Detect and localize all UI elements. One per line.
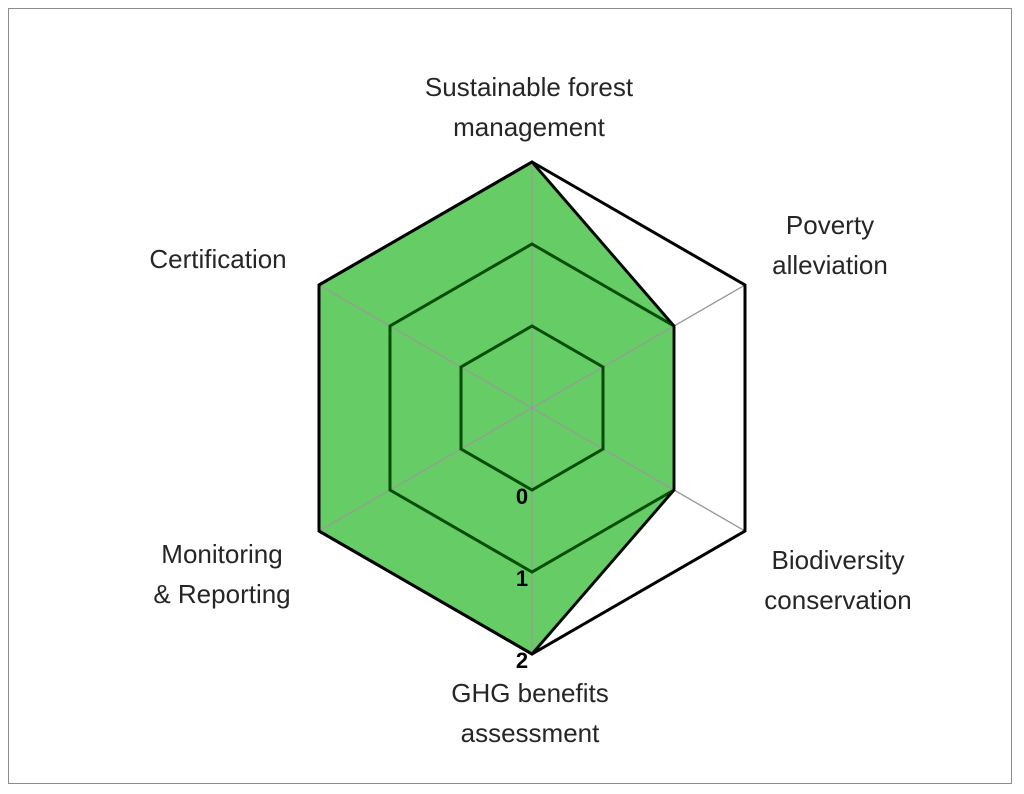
outer-outline	[317, 160, 747, 656]
axis-label-3-line-1: assessment	[461, 718, 600, 748]
spoke-overlay-2	[531, 407, 746, 532]
axis-label-1-line-1: alleviation	[772, 250, 888, 280]
axis-label-5-line-0: Certification	[149, 244, 286, 274]
tick-label-0: 0	[516, 484, 528, 509]
axis-label-4: Monitoring & Reporting	[153, 539, 290, 609]
axis-label-3: GHG benefits assessment	[451, 678, 609, 748]
tick-label-2: 2	[516, 648, 528, 673]
axis-label-2-line-0: Biodiversity	[772, 545, 905, 575]
axis-label-2: Biodiversity conservation	[764, 545, 911, 615]
axis-label-0: Sustainable forest management	[425, 72, 634, 142]
spoke-overlay-5	[318, 284, 533, 409]
series-edge-0	[317, 160, 676, 656]
axis-label-4-line-1: & Reporting	[153, 579, 290, 609]
tick-label-1: 1	[516, 566, 528, 591]
axis-label-2-line-1: conservation	[764, 585, 911, 615]
axis-label-1-line-0: Poverty	[786, 210, 874, 240]
spoke-overlay-1	[531, 284, 746, 409]
axis-label-4-line-0: Monitoring	[161, 539, 282, 569]
series-layer	[317, 160, 746, 656]
axis-label-5: Certification	[149, 244, 286, 274]
axis-label-3-line-0: GHG benefits	[451, 678, 609, 708]
grid-ring-1	[459, 324, 605, 492]
tick-labels: 0 1 2	[516, 484, 528, 673]
axis-label-0-line-0: Sustainable forest	[425, 72, 634, 102]
spoke-overlay-4	[318, 407, 533, 532]
axis-label-1: Poverty alleviation	[772, 210, 888, 280]
axis-label-0-line-1: management	[453, 112, 606, 142]
series-area-0	[317, 160, 676, 656]
